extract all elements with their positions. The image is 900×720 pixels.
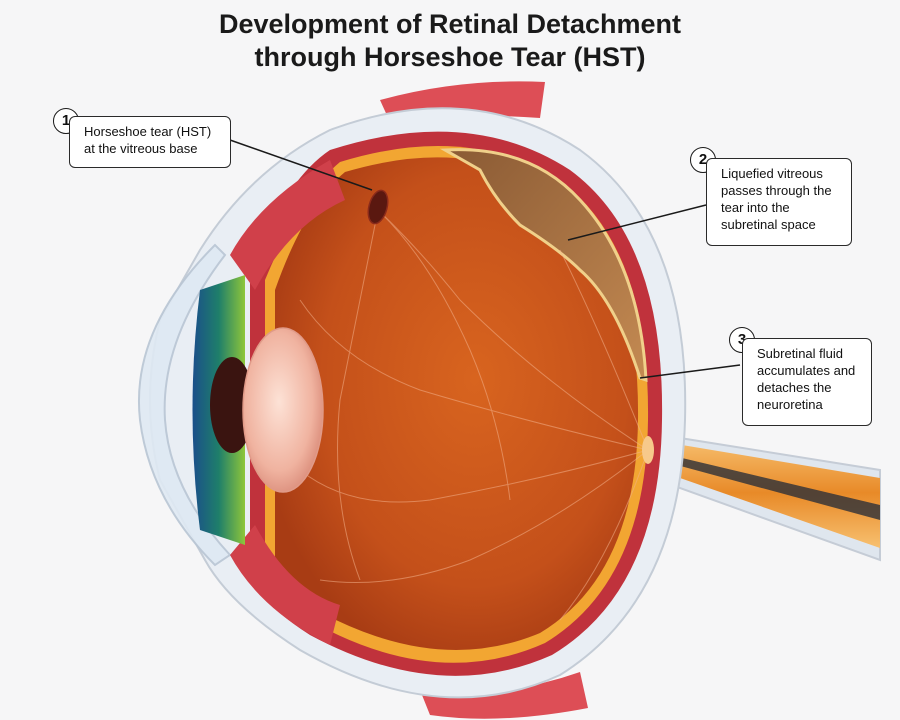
subretinal-fluid xyxy=(439,148,648,383)
leader-line-2 xyxy=(567,204,707,241)
callout-3-line-4: neuroretina xyxy=(757,397,823,412)
horseshoe-tear xyxy=(367,189,389,225)
callout-1-box: Horseshoe tear (HST) at the vitreous bas… xyxy=(69,116,231,168)
callout-1-line-2: at the vitreous base xyxy=(84,141,198,156)
pupil xyxy=(210,357,254,453)
title-line-1: Development of Retinal Detachment xyxy=(218,9,682,39)
retinal-vessels xyxy=(299,209,649,621)
callout-2-line-1: Liquefied vitreous xyxy=(721,166,823,181)
callout-3-box: Subretinal fluid accumulates and detache… xyxy=(742,338,872,426)
ciliary-body-upper xyxy=(230,160,345,290)
optic-disc xyxy=(642,436,654,464)
callout-3-line-1: Subretinal fluid xyxy=(757,346,843,361)
callout-3-line-2: accumulates and xyxy=(757,363,856,378)
cornea xyxy=(138,243,232,567)
leader-line-3 xyxy=(639,364,741,379)
callout-1-line-1: Horseshoe tear (HST) xyxy=(84,124,212,139)
vitreous-body xyxy=(275,157,639,650)
callout-2-box: Liquefied vitreous passes through the te… xyxy=(706,158,852,246)
callout-3-line-3: detaches the xyxy=(757,380,832,395)
callout-2-line-2: passes through the xyxy=(721,183,832,198)
ciliary-body-lower xyxy=(230,525,340,645)
title-line-2: through Horseshoe Tear (HST) xyxy=(254,42,646,72)
diagram-title: Development of Retinal Detachment throug… xyxy=(0,8,900,74)
callout-2-line-4: subretinal space xyxy=(721,217,816,232)
inferior-muscle xyxy=(420,672,588,719)
lens xyxy=(242,327,324,493)
leader-line-1 xyxy=(229,139,373,191)
callout-2-line-3: tear into the xyxy=(721,200,790,215)
optic-nerve xyxy=(629,428,881,562)
